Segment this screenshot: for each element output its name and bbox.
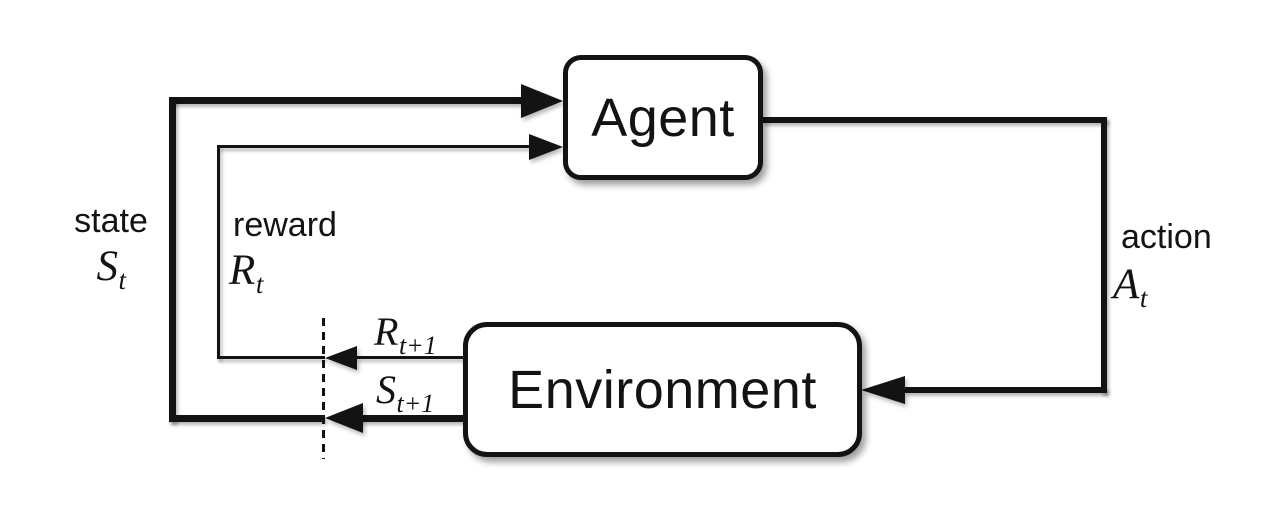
next-reward-symbol-sub: t+1: [398, 331, 437, 361]
reward-line-left: [217, 145, 220, 359]
time-step-dashed-line: [322, 318, 325, 459]
action-line-top: [762, 117, 1107, 123]
state-symbol-main: S: [96, 243, 118, 290]
state-to-agent-arrowhead-icon: [521, 84, 563, 118]
next-state-symbol-sub: t+1: [396, 389, 435, 419]
reward-symbol-sub: t: [255, 269, 264, 300]
agent-label: Agent: [591, 87, 735, 148]
state-line-bottom: [169, 415, 325, 422]
state-line-top: [169, 97, 523, 104]
next-reward-symbol: Rt+1: [374, 309, 437, 359]
reward-line-bottom: [217, 356, 325, 359]
next-state-arrowhead-icon: [325, 403, 363, 433]
action-to-environment-arrowhead-icon: [861, 376, 905, 404]
next-state-symbol: St+1: [376, 367, 434, 417]
action-symbol-main: A: [1113, 261, 1140, 308]
reward-symbol-main: R: [229, 247, 256, 294]
state-symbol-sub: t: [118, 265, 127, 296]
agent-box: Agent: [563, 55, 763, 180]
state-line-left: [169, 97, 176, 422]
reward-line-top: [217, 145, 531, 148]
state-label: state: [74, 202, 148, 240]
reward-to-agent-arrowhead-icon: [529, 134, 563, 160]
action-line-right: [1101, 117, 1107, 393]
next-state-symbol-main: S: [376, 367, 396, 412]
action-label: action: [1121, 218, 1212, 256]
next-reward-symbol-main: R: [374, 309, 399, 354]
next-reward-line: [356, 356, 465, 359]
reward-label: reward: [233, 206, 337, 244]
environment-label: Environment: [508, 359, 817, 420]
action-line-bottom: [904, 387, 1107, 393]
next-state-line: [359, 415, 465, 422]
state-symbol: St: [55, 243, 167, 294]
next-reward-arrowhead-icon: [325, 346, 357, 370]
action-symbol: At: [1113, 261, 1147, 312]
environment-box: Environment: [463, 322, 862, 457]
action-symbol-sub: t: [1139, 283, 1148, 314]
reward-symbol: Rt: [229, 247, 263, 298]
